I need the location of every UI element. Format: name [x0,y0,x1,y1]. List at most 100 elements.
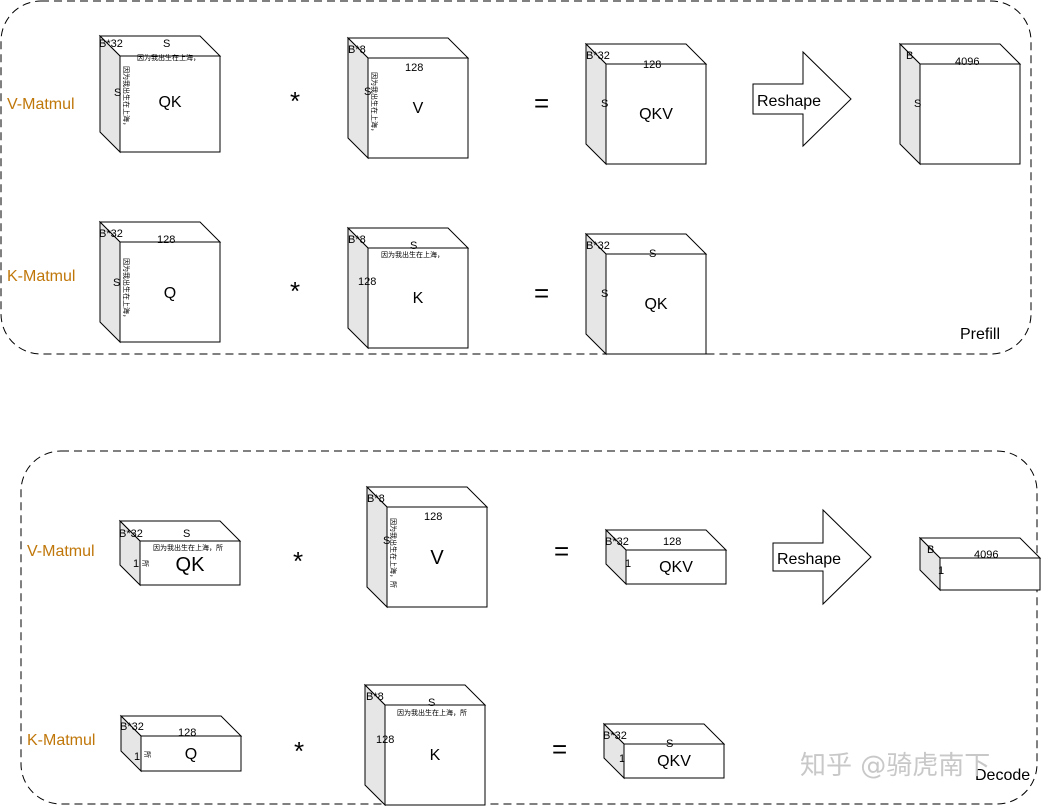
decode-q-top-dim: 128 [178,727,196,739]
decode-output-batch-dim: B [927,544,934,556]
prefill-qk-side-dim: S [114,87,121,99]
prefill-qk-result-top-dim: S [649,248,656,260]
prefill-k-top-dim: S [410,240,417,252]
decode-qk-top-tokens: 因为我出生在上海，所 [153,543,223,552]
prefill-q-side-dim: S [113,277,120,289]
prefill-output-tensor: B 4096 S [898,42,1022,166]
decode-qkv-side-dim: 1 [625,558,631,570]
prefill-output-batch-dim: B [906,50,913,62]
prefill-label: Prefill [960,326,1000,343]
prefill-qkv-side-dim: S [601,98,608,110]
prefill-v-tensor: B*8 128 S 因为我出生在上海， V [346,36,470,160]
prefill-q-tensor: B*32 128 S 因为我出生在上海， Q [98,220,222,344]
decode-q-tensor: B*32 128 1 所 Q [119,714,243,773]
decode-k-batch-dim: B*8 [366,691,384,703]
prefill-reshape-arrow: Reshape [752,50,852,148]
decode-qk-side-dim: 1 [133,558,139,570]
decode-output-side-dim: 1 [938,565,944,577]
decode-v-side-tokens: 因为我出生在上海，所 [389,518,398,588]
prefill-v-batch-dim: B*8 [348,44,366,56]
prefill-q-side-tokens: 因为我出生在上海， [122,258,131,321]
prefill-k-multiply: * [290,276,300,306]
decode-qk-top-dim: S [183,528,190,540]
decode-k-result-side-dim: 1 [619,753,625,765]
decode-label: Decode [975,767,1030,784]
prefill-k-side-dim: 128 [358,276,376,288]
decode-k-multiply: * [294,736,304,766]
prefill-qkv-tensor: B*32 128 S QKV [584,42,708,166]
prefill-k-matmul-label: K-Matmul [7,268,75,285]
decode-k-tensor: B*8 S 因为我出生在上海，所 128 K [363,683,487,806]
decode-k-result-top-dim: S [666,738,673,750]
decode-q-name: Q [185,746,197,763]
prefill-qk-tensor: B*32 S 因为我出生在上海， S 因为我出生在上海， QK [98,34,222,154]
prefill-qk-top-dim: S [163,38,170,50]
decode-v-equals: = [554,536,569,566]
decode-k-result-name: QKV [657,753,691,770]
decode-v-name: V [430,547,444,569]
decode-qkv-top-dim: 128 [663,536,681,548]
decode-qk-side-token: 所 [141,560,150,567]
decode-k-top-tokens: 因为我出生在上海，所 [397,708,467,717]
prefill-k-equals: = [534,278,549,308]
decode-qk-tensor: B*32 S 因为我出生在上海，所 1 所 QK [118,519,242,587]
decode-q-batch-dim: B*32 [120,721,144,733]
prefill-reshape-label: Reshape [757,93,821,110]
decode-k-result-batch-dim: B*32 [603,730,627,742]
decode-output-top-dim: 4096 [974,549,998,561]
prefill-qk-result-side-dim: S [601,288,608,300]
prefill-qk-result-batch-dim: B*32 [586,240,610,252]
decode-k-result-tensor: B*32 S 1 QKV [602,722,726,780]
prefill-v-side-tokens: 因为我出生在上海， [370,72,379,135]
prefill-v-multiply: * [290,86,300,116]
prefill-qkv-top-dim: 128 [643,59,661,71]
prefill-qk-name: QK [158,94,181,111]
watermark: 知乎 @骑虎南下 [800,751,990,781]
decode-qkv-batch-dim: B*32 [605,536,629,548]
prefill-q-top-dim: 128 [157,234,175,246]
decode-output-tensor: B 4096 1 [918,536,1042,592]
decode-v-matmul-label: V-Matmul [27,543,95,560]
decode-v-multiply: * [293,546,303,576]
prefill-k-name: K [413,290,424,307]
prefill-v-top-dim: 128 [405,62,423,74]
prefill-k-tensor: B*8 S 因为我出生在上海， 128 K [346,226,470,350]
prefill-q-batch-dim: B*32 [99,228,123,240]
decode-q-side-token: 所 [143,751,152,758]
prefill-k-top-tokens: 因为我出生在上海， [381,250,444,259]
prefill-q-name: Q [164,285,176,302]
decode-qkv-name: QKV [659,559,693,576]
prefill-v-equals: = [534,88,549,118]
prefill-qk-batch-dim: B*32 [99,38,123,50]
decode-qk-name: QK [176,554,206,576]
decode-v-top-dim: 128 [424,511,442,523]
decode-reshape-label: Reshape [777,551,841,568]
prefill-qk-result-tensor: B*32 S S QK [584,232,708,356]
prefill-qk-top-tokens: 因为我出生在上海， [137,53,200,62]
prefill-qkv-batch-dim: B*32 [586,50,610,62]
prefill-qkv-name: QKV [639,106,673,123]
decode-k-side-dim: 128 [376,734,394,746]
prefill-v-matmul-label: V-Matmul [7,96,75,113]
decode-q-side-dim: 1 [134,751,140,763]
prefill-qk-result-name: QK [644,296,667,313]
decode-k-matmul-label: K-Matmul [27,732,95,749]
decode-qkv-tensor: B*32 128 1 QKV [604,528,728,586]
prefill-output-side-dim: S [914,98,921,110]
prefill-v-side-dim: S [364,86,371,98]
decode-region [20,450,1038,805]
decode-v-batch-dim: B*8 [367,493,385,505]
decode-k-equals: = [552,734,567,764]
prefill-output-top-dim: 4096 [955,56,979,68]
decode-v-side-dim: S [383,535,390,547]
prefill-k-batch-dim: B*8 [348,234,366,246]
decode-qk-batch-dim: B*32 [119,528,143,540]
prefill-v-name: V [413,100,424,117]
prefill-region [0,0,1032,355]
decode-k-name: K [430,747,441,764]
prefill-qk-side-tokens: 因为我出生在上海， [122,66,131,129]
decode-k-top-dim: S [428,697,435,709]
decode-reshape-arrow: Reshape [772,508,872,606]
decode-v-tensor: B*8 128 S 因为我出生在上海，所 V [365,485,489,609]
